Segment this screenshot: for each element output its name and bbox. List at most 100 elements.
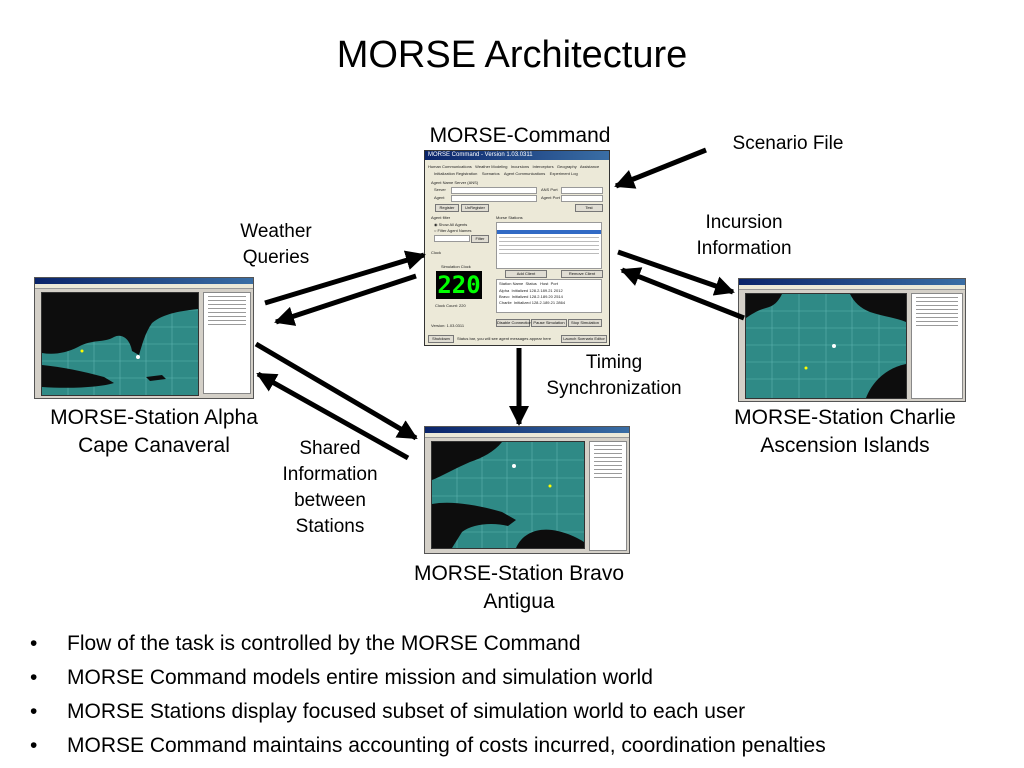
station-window-menubar <box>35 284 253 289</box>
timing-synchronization-line-1: Timing <box>585 352 643 373</box>
list-item[interactable] <box>499 249 599 250</box>
filter-button[interactable]: Filter <box>471 235 489 243</box>
list-item: •MORSE Command models entire mission and… <box>30 661 826 695</box>
station-window-titlebar <box>425 427 629 433</box>
station-charlie-name: MORSE-Station Charlie <box>734 406 956 429</box>
station-alpha-label: MORSE-Station Alpha Cape Canaveral <box>22 404 286 460</box>
station-map-graphic <box>432 442 584 548</box>
filter-agent-names-radio[interactable]: ○ Filter Agent Names <box>434 228 472 233</box>
stop-simulation-button[interactable]: Stop Simulation <box>568 319 602 327</box>
weather-queries-label: Weather Queries <box>214 219 338 271</box>
list-item[interactable] <box>499 241 599 242</box>
agent-port-field[interactable] <box>561 195 603 202</box>
stations-list[interactable] <box>496 222 602 269</box>
tab-weather-modeling[interactable]: Weather Modeling <box>475 164 508 169</box>
weather-query-arrow <box>264 250 426 306</box>
list-item: • Flow of the task is controlled by the M… <box>30 627 826 661</box>
server-field[interactable] <box>451 187 537 194</box>
shutdown-button[interactable]: Shutdown <box>428 335 454 343</box>
incursion-from-charlie-arrow <box>620 267 745 321</box>
clock-group-label: Clock <box>431 250 442 255</box>
agent-field[interactable] <box>451 195 537 202</box>
ans-port-label: ANS Port <box>541 187 558 192</box>
incursion-information-line-2: Information <box>696 238 792 259</box>
timing-synchronization-line-2: Synchronization <box>546 378 682 399</box>
pause-simulation-button[interactable]: Pause Simulation <box>531 319 567 327</box>
station-window-menubar <box>739 285 965 290</box>
station-bravo-location: Antigua <box>483 590 555 613</box>
station-map-graphic <box>746 294 906 398</box>
stations-table[interactable]: Station Name Status Host Port Alpha Init… <box>496 279 602 313</box>
station-map <box>431 441 585 549</box>
table-row[interactable]: Bravo Initialized 128.2.189.20 2514 <box>499 294 563 299</box>
agent-port-label: Agent Port <box>541 195 560 200</box>
station-map <box>41 292 199 396</box>
disable-connections-button[interactable]: Disable Connections <box>496 319 534 327</box>
launch-scenario-editor-button[interactable]: Launch Scenario Editor <box>561 335 607 343</box>
station-alpha-location: Cape Canaveral <box>78 434 230 457</box>
version-label: Version: 1.03.0311 <box>431 323 465 328</box>
slide-title: MORSE Architecture <box>336 34 688 76</box>
tab-geography[interactable]: Geography <box>556 164 577 169</box>
filter-field[interactable] <box>434 235 470 242</box>
tab-assistance[interactable]: Assistance <box>579 164 600 169</box>
bullet-glyph: • <box>30 666 38 689</box>
tab-experiment-log[interactable]: Experiment Log <box>549 171 578 176</box>
station-window-titlebar <box>35 278 253 284</box>
tab-agent-communications[interactable]: Agent Communications <box>503 171 546 176</box>
station-side-panel <box>203 292 251 394</box>
agent-label: Agent <box>434 195 445 200</box>
command-label: MORSE-Command <box>429 124 611 147</box>
shared-information-line-1: Shared <box>299 438 361 459</box>
shared-information-line-2: Information <box>282 464 378 485</box>
tab-scenarios[interactable]: Scenarios <box>481 171 500 176</box>
command-window-title: MORSE Command - Version 1.03.0311 <box>425 151 609 160</box>
remove-client-button[interactable]: Remove Client <box>561 270 603 278</box>
bullet-text: Flow of the task is controlled by the MO… <box>67 632 581 655</box>
bullet-glyph: • <box>30 632 38 655</box>
shared-information-line-4: Stations <box>295 516 365 537</box>
list-item[interactable] <box>499 237 599 238</box>
scenario-file-label: Scenario File <box>732 133 844 154</box>
station-bravo-screenshot <box>424 426 630 554</box>
test-button[interactable]: Test <box>575 204 603 212</box>
simulation-clock-label: Simulation Clock <box>441 264 471 269</box>
tab-initialization-registration[interactable]: Initialization Registration <box>434 171 478 176</box>
tab-incursions[interactable]: Incursions <box>510 164 530 169</box>
list-item: •MORSE Stations display focused subset o… <box>30 695 826 729</box>
summary-bullet-list: • Flow of the task is controlled by the M… <box>30 627 826 763</box>
station-alpha-screenshot <box>34 277 254 399</box>
list-item[interactable] <box>499 245 599 246</box>
incursion-information-label: Incursion Information <box>676 210 812 262</box>
add-client-button[interactable]: Add Client <box>505 270 547 278</box>
station-charlie-label: MORSE-Station Charlie Ascension Islands <box>705 404 985 460</box>
bullet-text: MORSE Stations display focused subset of… <box>67 700 746 723</box>
unregister-button[interactable]: UnRegister <box>461 204 489 212</box>
register-button[interactable]: Register <box>435 204 459 212</box>
show-all-agents-radio[interactable]: ◉ Show All Agents <box>434 222 468 227</box>
shared-information-label: Shared Information between Stations <box>262 436 398 540</box>
simulation-clock-display: 220 <box>436 271 482 299</box>
station-side-panel <box>911 293 963 399</box>
tab-human-communications[interactable]: Human Communications <box>428 164 472 169</box>
table-row[interactable]: Charlie Initialized 128.2.189.21 2864 <box>499 300 566 305</box>
tab-interceptors[interactable]: Interceptors <box>532 164 554 169</box>
table-row[interactable]: Alpha Initialized 128.2.189.21 2012 <box>499 288 563 293</box>
station-bravo-label: MORSE-Station Bravo Antigua <box>384 560 654 616</box>
list-item[interactable] <box>499 253 599 254</box>
shared-info-to-bravo-arrow <box>254 341 418 441</box>
command-window-screenshot: MORSE Command - Version 1.03.0311 Human … <box>424 150 610 346</box>
incursion-information-line-1: Incursion <box>705 212 783 233</box>
list-item: • MORSE Command maintains accounting of c… <box>30 729 826 763</box>
bullet-glyph: • <box>30 734 38 757</box>
server-label: Server <box>434 187 446 192</box>
stations-table-header: Station Name Status Host Port <box>499 281 558 286</box>
morse-stations-label: Morse Stations <box>496 215 523 220</box>
station-map-graphic <box>42 293 198 395</box>
ans-port-field[interactable] <box>561 187 603 194</box>
stations-list-selected-row[interactable] <box>497 230 601 234</box>
ans-group-label: Agent Name Server (ANS) <box>431 180 479 185</box>
bullet-text: MORSE Command maintains accounting of co… <box>67 734 826 757</box>
command-tabs-row2: Initialization Registration Scenarios Ag… <box>434 171 578 176</box>
weather-queries-line-1: Weather <box>240 221 312 242</box>
